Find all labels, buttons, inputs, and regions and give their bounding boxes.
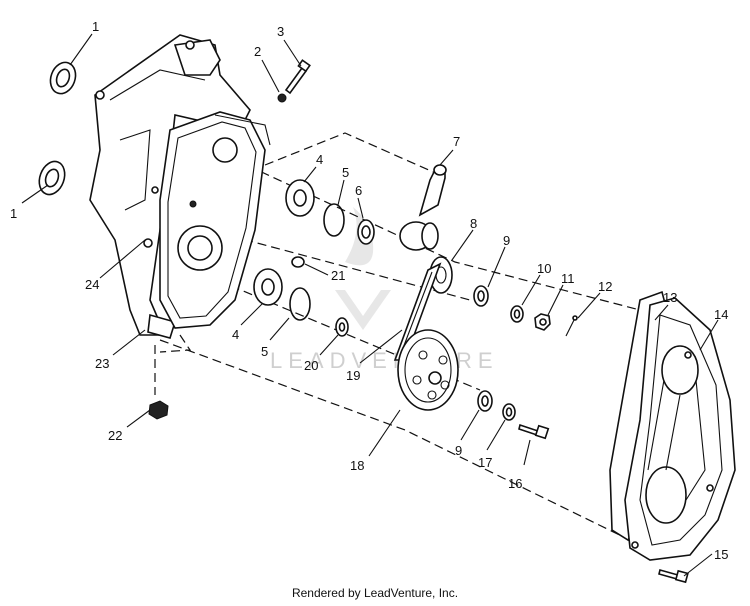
washer-17 (502, 403, 516, 421)
bolt-22 (148, 400, 169, 420)
callout-14: 14 (714, 307, 728, 322)
callout-1-upper: 1 (92, 19, 99, 34)
callout-1-lower: 1 (10, 206, 17, 221)
callout-18: 18 (350, 458, 364, 473)
callout-9-upper: 9 (503, 233, 510, 248)
nut-11 (534, 313, 551, 331)
callout-24: 24 (85, 277, 99, 292)
washer-20 (335, 317, 349, 337)
callout-9-lower: 9 (455, 443, 462, 458)
callout-2: 2 (254, 44, 261, 59)
cotter-pin-12 (565, 315, 578, 337)
leader-lines (21, 33, 719, 577)
cover-14 (624, 297, 736, 561)
callout-3: 3 (277, 24, 284, 39)
callout-22: 22 (108, 428, 122, 443)
callout-8: 8 (470, 216, 477, 231)
callout-15: 15 (714, 547, 728, 562)
snap-ring-5-upper (323, 203, 345, 237)
callout-17: 17 (478, 455, 492, 470)
washer-9-upper (473, 285, 489, 307)
callout-13: 13 (663, 290, 677, 305)
callout-10: 10 (537, 261, 551, 276)
callout-5-lower: 5 (261, 344, 268, 359)
callout-7: 7 (453, 134, 460, 149)
sprocket-18 (397, 329, 459, 411)
render-credit: Rendered by LeadVenture, Inc. (291, 586, 459, 600)
bearing-4-upper (285, 179, 315, 217)
washer-10 (510, 305, 524, 323)
pin-24 (189, 200, 197, 208)
tensioner-7 (399, 164, 447, 251)
callout-19: 19 (346, 368, 360, 383)
callout-21: 21 (331, 268, 345, 283)
callout-5-upper: 5 (342, 165, 349, 180)
callout-6: 6 (355, 183, 362, 198)
callout-16: 16 (508, 476, 522, 491)
bolt-15 (658, 569, 689, 584)
bolt-16 (518, 423, 550, 440)
callout-12: 12 (598, 279, 612, 294)
snap-ring-5-lower (289, 287, 311, 321)
callout-labels: 1 1 2 3 4 4 5 5 6 7 8 9 9 10 11 12 13 14… (10, 19, 728, 562)
callout-11: 11 (561, 271, 575, 286)
callout-23: 23 (95, 356, 109, 371)
callout-20: 20 (304, 358, 318, 373)
bearing-4-lower (253, 268, 283, 306)
chaincase-housing (89, 34, 271, 339)
seal-1-lower (38, 160, 66, 196)
seal-1-upper (49, 61, 77, 95)
washer-9-lower (477, 390, 493, 412)
nut-2 (277, 93, 287, 103)
nut-21 (291, 256, 305, 268)
callout-4-upper: 4 (316, 152, 323, 167)
bolt-3 (284, 59, 311, 95)
spacer-6 (357, 219, 375, 245)
callout-4-lower: 4 (232, 327, 239, 342)
